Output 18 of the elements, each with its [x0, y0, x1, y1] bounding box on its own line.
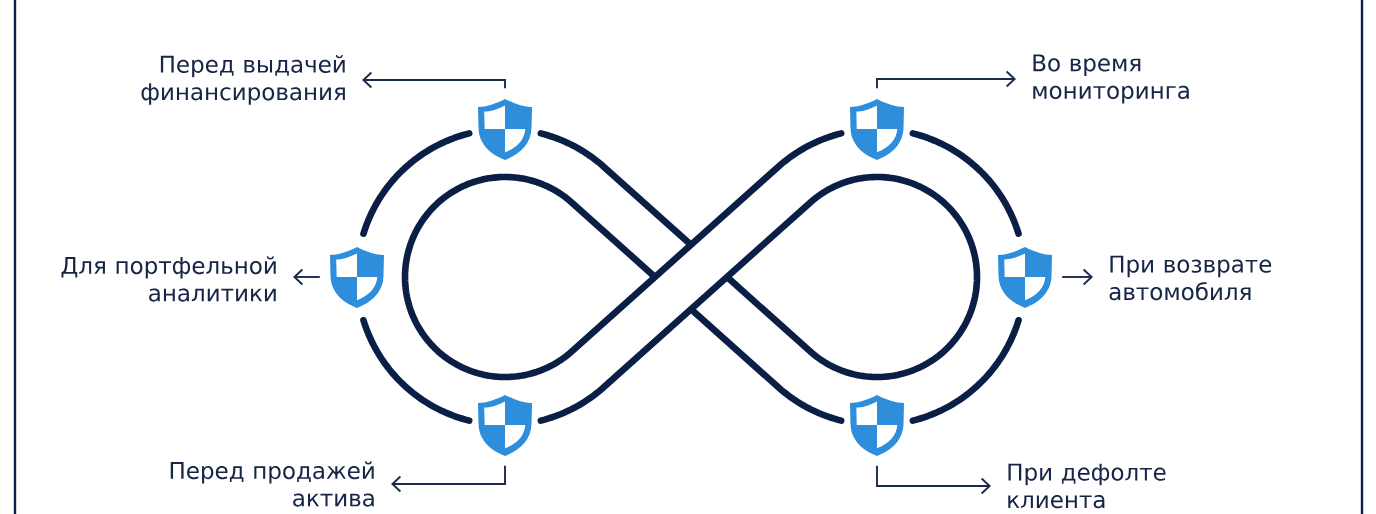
shield-icon [330, 247, 384, 308]
shield-icon [850, 99, 904, 160]
label-text: Во время мониторинга [1033, 54, 1189, 104]
label-text: При дефолте клиента [1008, 463, 1166, 509]
label-text: Для портфельной аналитики [61, 256, 276, 302]
leader-arrow [293, 268, 321, 286]
leader-arrow [362, 71, 506, 90]
label-text: Перед продажей актива [170, 461, 374, 507]
shield-icon [478, 99, 532, 160]
leader-arrow [876, 70, 1016, 90]
shield-icon [850, 395, 904, 456]
shield-icon [998, 247, 1052, 308]
leader-arrow [1061, 268, 1093, 286]
shield-icon [478, 395, 532, 456]
leader-arrow [391, 464, 506, 493]
label-text: При возврате автомобиля [1109, 255, 1272, 301]
label-text: Перед выдачей финансирования [141, 55, 345, 105]
leader-arrow [876, 464, 991, 495]
